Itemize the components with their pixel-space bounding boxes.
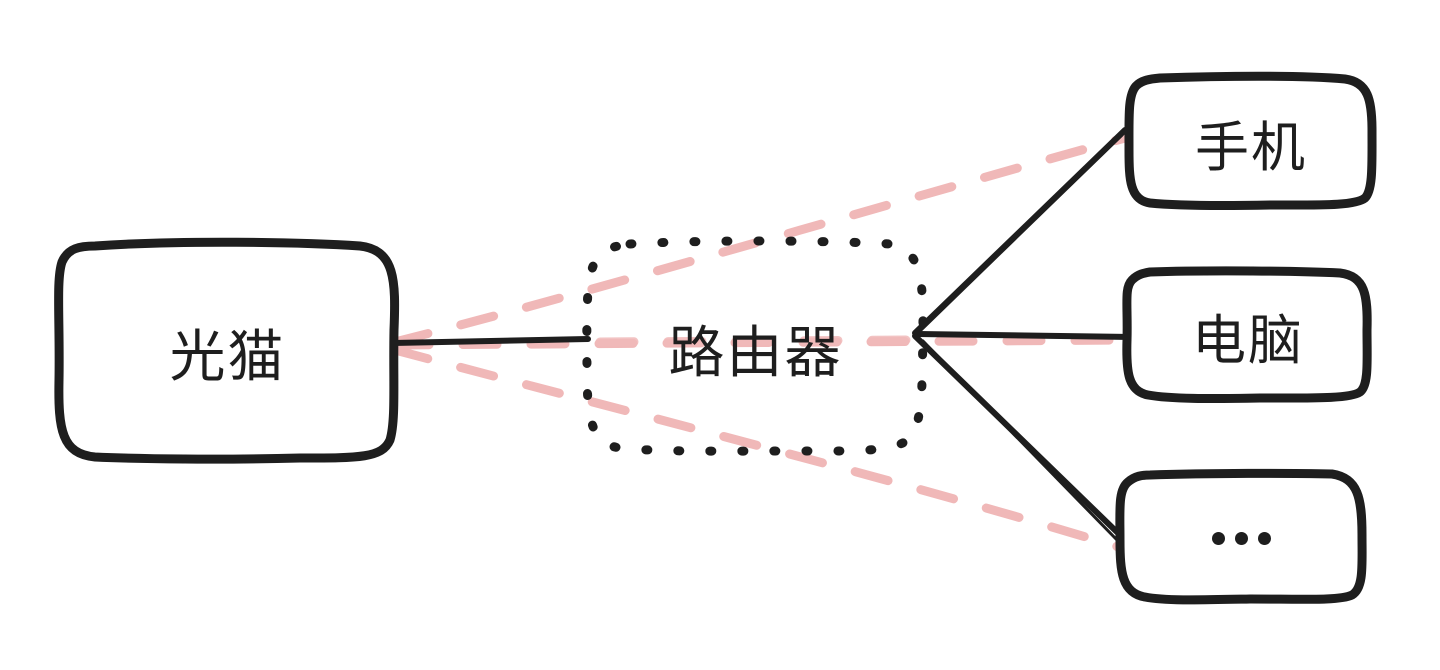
solid-links (390, 127, 1135, 542)
dashed-link-modem-phone (390, 133, 1130, 347)
dashed-link-modem-more (390, 345, 1127, 553)
computer-box[interactable] (1122, 266, 1372, 404)
more-box[interactable] (1115, 468, 1367, 605)
modem-box[interactable] (54, 237, 400, 464)
link-router-more-2 (921, 339, 1119, 542)
link-router-phone-2 (919, 133, 1124, 332)
link-router-computer (915, 331, 1135, 340)
dashed-link-through-router (595, 335, 920, 347)
link-modem-router (390, 336, 591, 346)
dashed-overlay (595, 335, 920, 347)
link-router-phone (912, 127, 1128, 336)
phone-box[interactable] (1124, 71, 1377, 211)
router-box[interactable] (582, 236, 928, 456)
